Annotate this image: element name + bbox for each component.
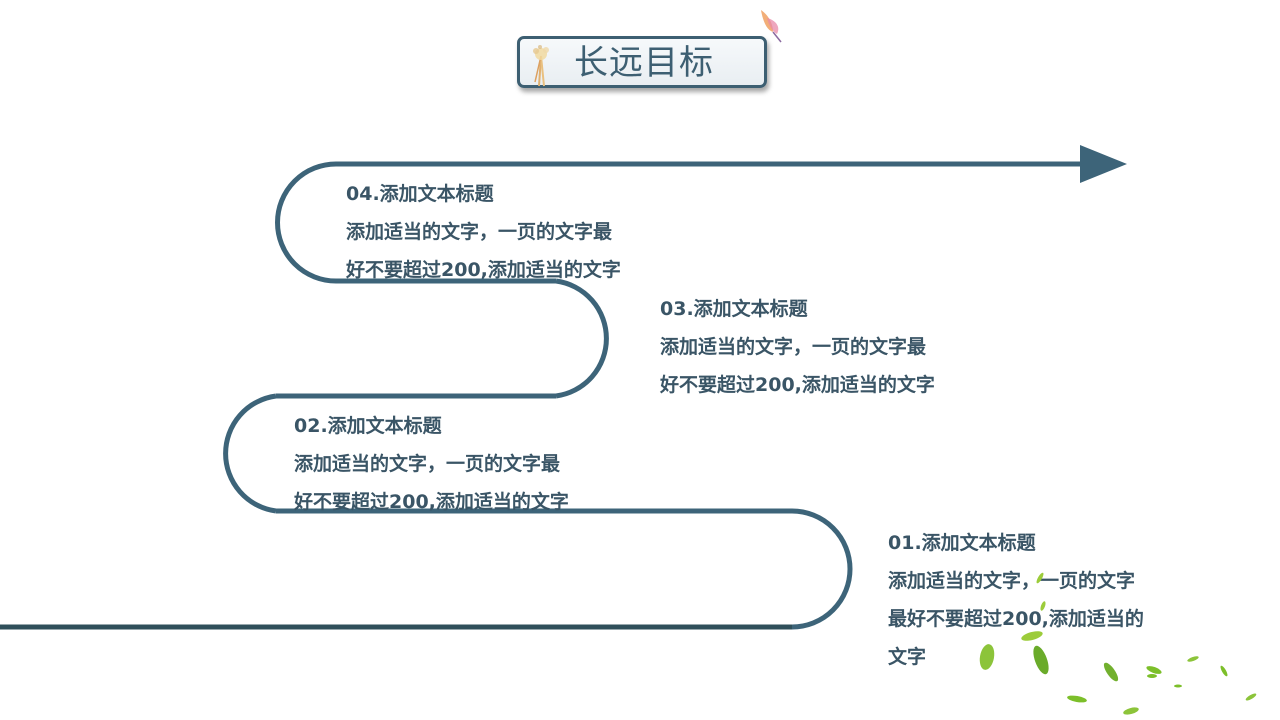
step-body: 添加适当的文字，一页的文字最 好不要超过200,添加适当的文字 xyxy=(660,336,935,396)
arrow-right-icon xyxy=(1080,145,1127,183)
step-01: 01.添加文本标题 添加适当的文字，一页的文字 最好不要超过200,添加适当的 … xyxy=(888,524,1144,676)
title-box: 长远目标 xyxy=(517,36,767,88)
step-heading: 03.添加文本标题 xyxy=(660,298,808,320)
path-curve-01 xyxy=(791,508,853,630)
step-heading: 04.添加文本标题 xyxy=(346,183,494,205)
flower-icon xyxy=(533,45,549,87)
path-curve-02 xyxy=(223,393,277,514)
path-curve-03 xyxy=(555,278,609,399)
step-body: 添加适当的文字，一页的文字 最好不要超过200,添加适当的 文字 xyxy=(888,570,1144,668)
step-heading: 02.添加文本标题 xyxy=(294,415,442,437)
path-curve-04 xyxy=(275,161,337,284)
butterfly-icon xyxy=(761,10,782,43)
step-04: 04.添加文本标题 添加适当的文字，一页的文字最 好不要超过200,添加适当的文… xyxy=(346,175,621,289)
step-03: 03.添加文本标题 添加适当的文字，一页的文字最 好不要超过200,添加适当的文… xyxy=(660,290,935,404)
step-02: 02.添加文本标题 添加适当的文字，一页的文字最 好不要超过200,添加适当的文… xyxy=(294,407,569,521)
page-title: 长远目标 xyxy=(574,43,714,83)
step-body: 添加适当的文字，一页的文字最 好不要超过200,添加适当的文字 xyxy=(346,221,621,281)
step-body: 添加适当的文字，一页的文字最 好不要超过200,添加适当的文字 xyxy=(294,453,569,513)
step-heading: 01.添加文本标题 xyxy=(888,532,1036,554)
